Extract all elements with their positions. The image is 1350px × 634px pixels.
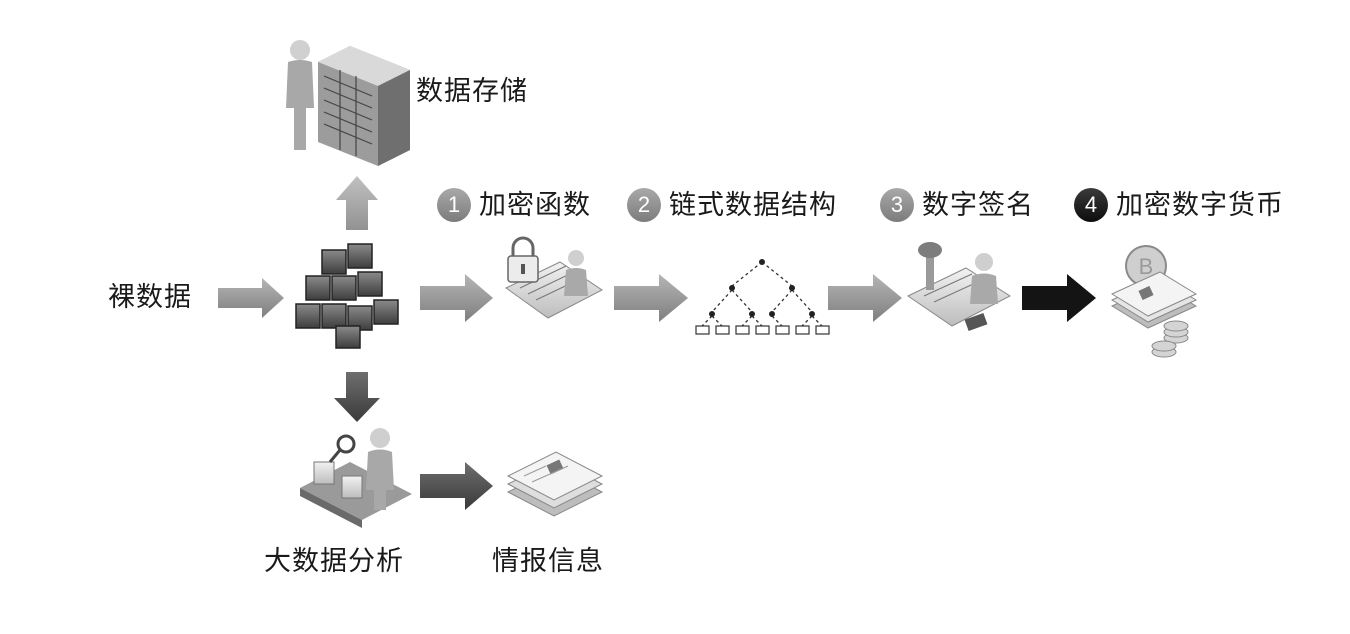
signature-desk-person-icon bbox=[907, 242, 1012, 332]
arrow-raw-to-boxes bbox=[218, 278, 284, 318]
step-1-number: 1 bbox=[437, 188, 471, 222]
step-2-number: 2 bbox=[627, 188, 661, 222]
analysis-label: 大数据分析 bbox=[264, 546, 404, 577]
arrow-signature-to-currency bbox=[1022, 274, 1096, 322]
tree-structure-icon bbox=[695, 259, 830, 335]
svg-text:B: B bbox=[1139, 254, 1154, 279]
step-4-number: 4 bbox=[1074, 188, 1108, 222]
storage-label: 数据存储 bbox=[416, 76, 528, 107]
step-2-label: 链式数据结构 bbox=[669, 189, 837, 221]
arrow-down-to-analysis bbox=[334, 372, 380, 422]
arrow-up-to-storage bbox=[336, 176, 378, 230]
step-4-label: 加密数字货币 bbox=[1116, 189, 1284, 221]
step-4: 4 加密数字货币 bbox=[1074, 188, 1284, 222]
step-3-number: 3 bbox=[880, 188, 914, 222]
coin-documents-icon: B bbox=[1110, 245, 1198, 358]
arrow-chain-to-signature bbox=[828, 274, 902, 322]
lock-desk-person-icon bbox=[505, 236, 603, 319]
intel-label: 情报信息 bbox=[492, 546, 604, 577]
step-1-label: 加密函数 bbox=[479, 189, 591, 221]
arrow-crypto-to-chain bbox=[614, 274, 688, 322]
server-rack-person-icon bbox=[286, 40, 410, 166]
step-1: 1 加密函数 bbox=[437, 188, 591, 222]
arrow-analysis-to-intel bbox=[420, 462, 493, 510]
step-2: 2 链式数据结构 bbox=[627, 188, 837, 222]
arrow-boxes-to-crypto bbox=[420, 274, 493, 322]
conveyor-magnifier-person-icon bbox=[300, 428, 412, 528]
stacked-boxes-icon bbox=[295, 243, 399, 349]
step-3-label: 数字签名 bbox=[922, 189, 1034, 221]
raw-data-label: 裸数据 bbox=[108, 282, 192, 313]
step-3: 3 数字签名 bbox=[880, 188, 1034, 222]
document-stack-icon bbox=[506, 451, 604, 517]
